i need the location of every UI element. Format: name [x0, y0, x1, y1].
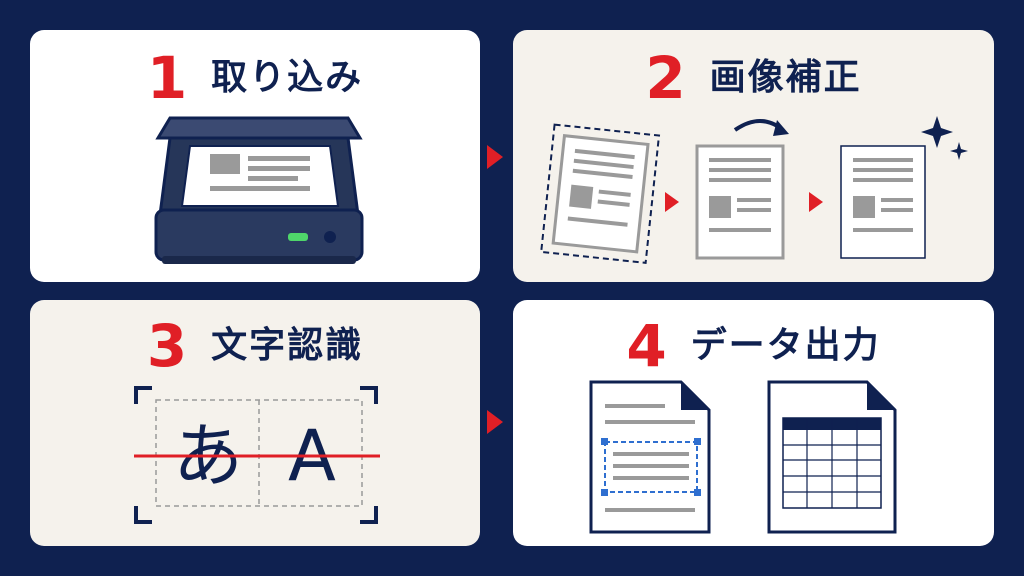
- image-correction-illustration: [540, 116, 968, 264]
- step-title-3: 3 文字認識: [30, 316, 480, 376]
- step-title-2: 2 画像補正: [513, 48, 994, 108]
- sparkle-icon: [921, 116, 953, 148]
- step-panel-4: 4 データ出力: [513, 300, 994, 546]
- arrow-right-icon: [665, 192, 679, 212]
- step-label-2: 画像補正: [709, 57, 862, 98]
- step-number-1: 1: [146, 44, 188, 112]
- flow-arrow-3-to-4: [487, 410, 503, 434]
- text-document-icon: [589, 380, 711, 534]
- arrow-right-icon-2: [809, 192, 823, 212]
- indicator-light: [288, 233, 308, 241]
- step-panel-1: 1 取り込み: [30, 30, 480, 282]
- step-label-4: データ出力: [690, 325, 881, 366]
- step-title-1: 1 取り込み: [30, 48, 480, 108]
- step-number-2: 2: [645, 44, 686, 112]
- step-panel-3: 3 文字認識 あ A: [30, 300, 480, 546]
- flow-arrow-1-to-2: [487, 145, 503, 169]
- step-number-4: 4: [626, 312, 667, 380]
- step-number-3: 3: [146, 312, 188, 380]
- step-title-4: 4 データ出力: [513, 316, 994, 376]
- ocr-illustration: あ A: [134, 386, 380, 524]
- power-button: [324, 231, 336, 243]
- step-panel-2: 2 画像補正: [513, 30, 994, 282]
- selection-box: [604, 441, 698, 493]
- sparkle-icon-small: [950, 142, 968, 160]
- data-output-illustration: [589, 380, 897, 534]
- step-label-3: 文字認識: [211, 325, 364, 366]
- scanner-illustration: [154, 116, 364, 264]
- step-label-1: 取り込み: [211, 57, 364, 98]
